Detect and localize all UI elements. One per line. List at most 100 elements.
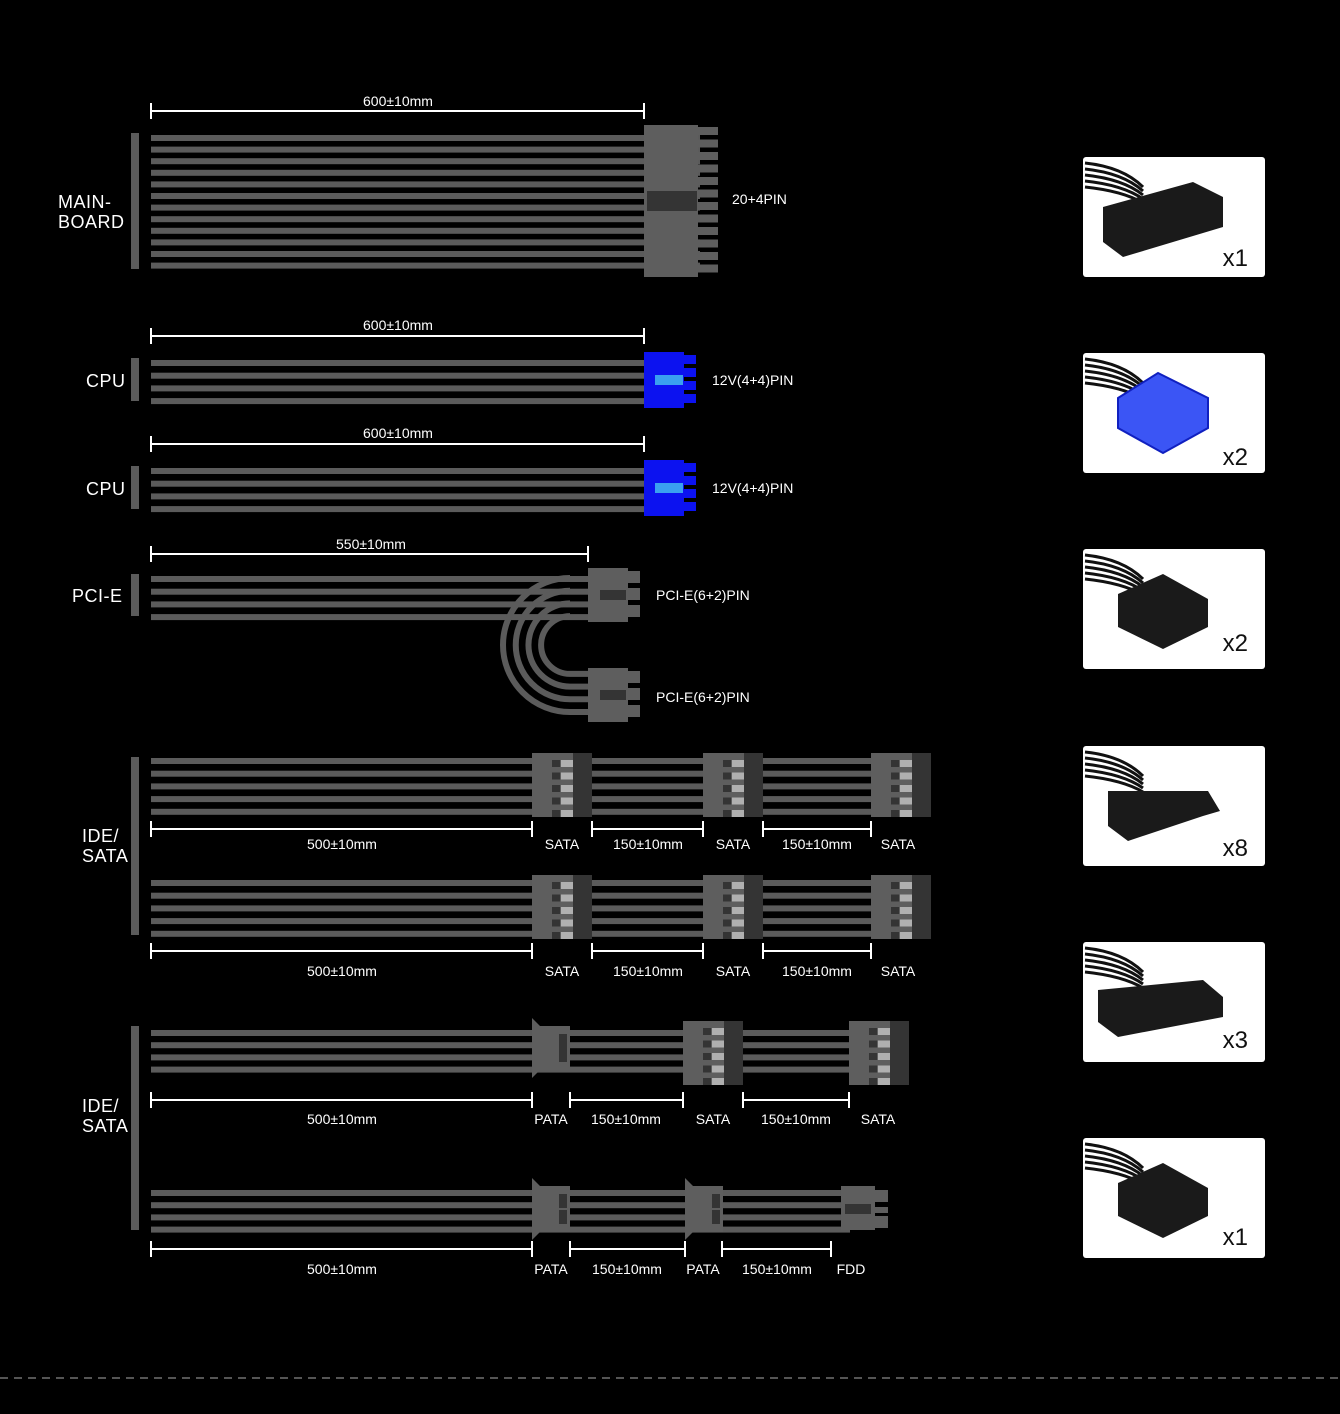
pin bbox=[703, 1053, 711, 1060]
pin bbox=[732, 907, 744, 914]
connector-thumbnails: x1 x2 x2 x8 x3 x1 bbox=[1083, 157, 1265, 1258]
pin bbox=[552, 907, 560, 914]
pin bbox=[869, 1040, 877, 1048]
pin bbox=[712, 1078, 724, 1085]
pcie-slot bbox=[600, 590, 628, 600]
pcie-pin bbox=[626, 588, 640, 600]
pin bbox=[703, 1028, 711, 1035]
label-sata: SATA bbox=[716, 963, 751, 979]
thumbnail-molex: x3 bbox=[1083, 942, 1265, 1062]
dim-sata-main: 500±10mm bbox=[307, 1111, 377, 1127]
atx-pin bbox=[698, 177, 718, 185]
wire bbox=[151, 1066, 860, 1073]
cpu-pin bbox=[682, 463, 696, 472]
wire bbox=[151, 918, 900, 925]
pcie-curved-wire bbox=[512, 587, 592, 703]
label-pata: PATA bbox=[686, 1261, 720, 1277]
pin bbox=[900, 894, 912, 902]
pcie-pin bbox=[626, 605, 640, 617]
atx-pin bbox=[698, 264, 718, 273]
pin bbox=[732, 772, 744, 780]
fdd-pin bbox=[875, 1190, 888, 1202]
wire bbox=[151, 576, 592, 582]
wire bbox=[151, 1226, 850, 1233]
pata-pin bbox=[712, 1194, 720, 1208]
cpu-pin bbox=[682, 394, 696, 403]
pin bbox=[878, 1053, 890, 1060]
thumbnail-sata: x8 bbox=[1083, 746, 1265, 866]
group-label-ide-sata-1b: SATA bbox=[82, 846, 128, 866]
wire bbox=[151, 1202, 850, 1209]
atx-24pin-connector-icon bbox=[1084, 161, 1223, 257]
wire bbox=[151, 1042, 860, 1049]
sata-dark-strip bbox=[912, 875, 931, 939]
pin bbox=[900, 810, 912, 817]
pin bbox=[561, 785, 573, 792]
pin bbox=[869, 1065, 877, 1073]
wire bbox=[151, 588, 592, 595]
thumb-wire bbox=[1084, 774, 1144, 794]
pin bbox=[703, 1078, 711, 1085]
thumb-body bbox=[1117, 371, 1209, 455]
pin bbox=[891, 772, 899, 780]
pin bbox=[900, 907, 912, 914]
pin bbox=[723, 932, 731, 939]
group-label-mainboard-1: MAIN- bbox=[58, 192, 112, 212]
pin bbox=[552, 894, 560, 902]
thumb-wire bbox=[1084, 167, 1145, 193]
thumb-wire bbox=[1084, 1142, 1145, 1170]
pin bbox=[703, 1040, 711, 1048]
connector-label-mb: 20+4PIN bbox=[732, 191, 787, 207]
pin bbox=[891, 894, 899, 902]
wire bbox=[151, 783, 900, 790]
pin bbox=[712, 1053, 724, 1060]
pin bbox=[723, 907, 731, 914]
pin bbox=[869, 1028, 877, 1035]
thumb-wire bbox=[1084, 173, 1144, 197]
pin bbox=[552, 810, 560, 817]
group-label-cpu1: CPU bbox=[86, 371, 126, 391]
thumb-wire bbox=[1084, 958, 1144, 982]
fdd-pin bbox=[875, 1216, 888, 1228]
pin bbox=[732, 797, 744, 805]
group-bracket bbox=[131, 133, 139, 269]
pin bbox=[891, 907, 899, 914]
label-pata: PATA bbox=[534, 1111, 568, 1127]
wire bbox=[151, 601, 592, 608]
wire bbox=[151, 1214, 850, 1221]
pin bbox=[732, 919, 744, 927]
pin bbox=[900, 797, 912, 805]
pin bbox=[723, 772, 731, 780]
wire bbox=[151, 614, 592, 621]
wire bbox=[151, 905, 900, 912]
pin bbox=[561, 894, 573, 902]
pin bbox=[552, 785, 560, 792]
label-sata: SATA bbox=[545, 963, 580, 979]
pin bbox=[552, 882, 560, 889]
wire bbox=[151, 1054, 860, 1061]
pin bbox=[878, 1028, 890, 1035]
pin bbox=[891, 932, 899, 939]
group-bracket bbox=[131, 1026, 139, 1230]
sata-row-2-labels: 500±10mm SATA 150±10mm SATA 150±10mm SAT… bbox=[307, 963, 916, 979]
pin bbox=[900, 760, 912, 767]
thumb-wire bbox=[1084, 1154, 1144, 1178]
wire bbox=[151, 216, 700, 223]
dim-seg: 150±10mm bbox=[742, 1261, 812, 1277]
wire bbox=[151, 880, 900, 886]
thumbnail-eps: x2 bbox=[1083, 353, 1265, 473]
group-label-ide-sata-2b: SATA bbox=[82, 1116, 128, 1136]
thumbnail-fdd: x1 bbox=[1083, 1138, 1265, 1258]
wire bbox=[151, 227, 700, 234]
group-label-pcie: PCI-E bbox=[72, 586, 123, 606]
pin bbox=[732, 882, 744, 889]
thumb-wire bbox=[1084, 357, 1145, 385]
thumbnail-pcie: x2 bbox=[1083, 549, 1265, 669]
wire bbox=[151, 146, 700, 153]
wire bbox=[151, 468, 650, 474]
pcie-curved-wire bbox=[538, 613, 592, 677]
wire bbox=[151, 239, 700, 246]
group-label-cpu2: CPU bbox=[86, 479, 126, 499]
sata-dark-strip bbox=[890, 1021, 909, 1085]
atx-pin bbox=[698, 152, 718, 160]
